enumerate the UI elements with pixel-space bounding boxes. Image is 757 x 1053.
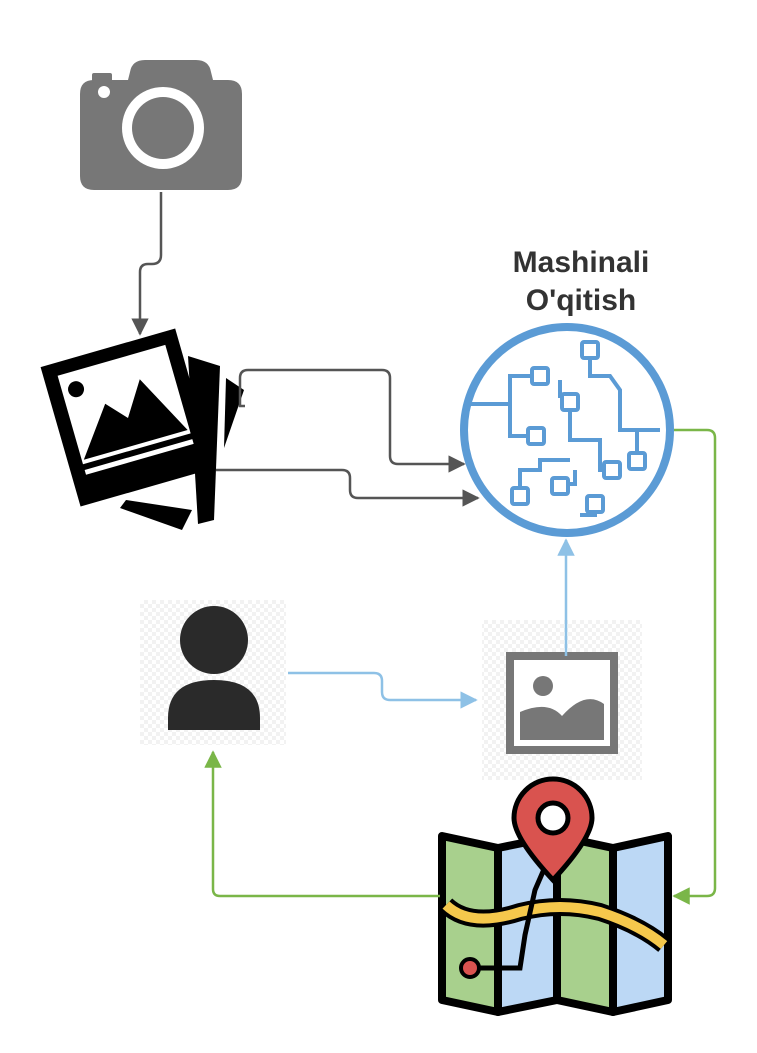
arrow-photos-to-ml-upper — [238, 368, 466, 473]
arrow-map-to-user — [204, 750, 440, 898]
machine-learning-title: Mashinali O'qitish — [486, 244, 676, 320]
title-line-2: O'qitish — [525, 284, 637, 317]
title-line-1: Mashinali — [512, 246, 650, 279]
user-icon — [140, 600, 286, 745]
image-icon — [482, 620, 642, 780]
circuit-brain-icon — [460, 323, 674, 537]
arrow-photos-to-ml-lower — [216, 468, 480, 507]
arrow-camera-to-photos — [131, 192, 163, 336]
arrow-user-to-image — [288, 671, 478, 709]
map-pin-icon — [438, 776, 672, 1016]
arrow-ml-to-map — [672, 428, 717, 905]
photo-stack-icon — [40, 328, 244, 530]
camera-icon — [80, 60, 242, 190]
